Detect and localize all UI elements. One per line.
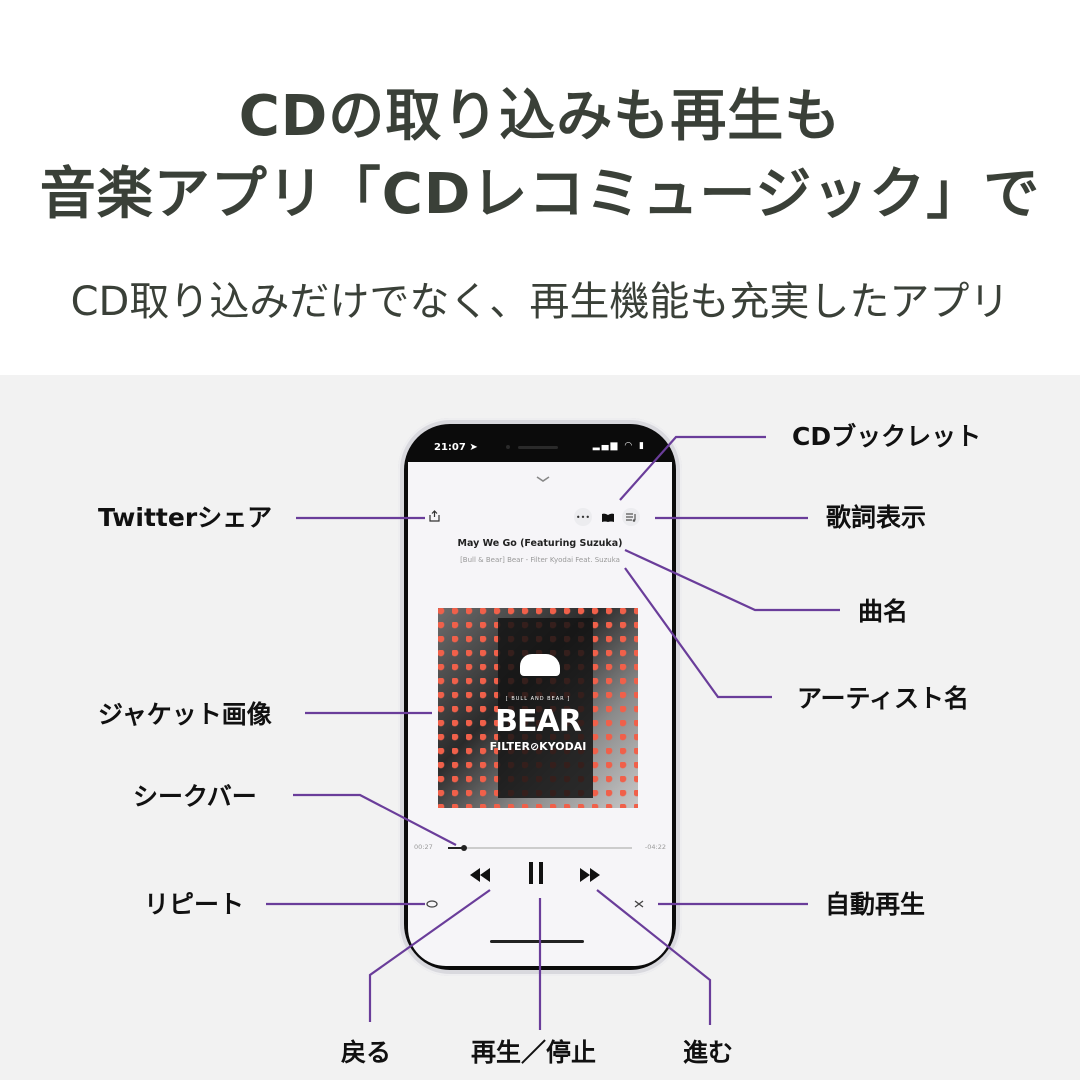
speaker-grille: [518, 446, 558, 449]
share-icon[interactable]: [426, 508, 442, 524]
player-screen: ••• May We Go (Featuring Suzuka) [Bull &…: [408, 462, 672, 966]
seek-bar[interactable]: [448, 845, 632, 851]
callout-forward: 進む: [683, 1038, 734, 1067]
callout-auto-play: 自動再生: [825, 890, 926, 919]
callout-lyrics: 歌詞表示: [826, 503, 927, 532]
shuffle-button[interactable]: [634, 898, 644, 911]
status-time: 21:07 ➤: [434, 442, 478, 453]
callout-repeat: リピート: [144, 890, 245, 919]
album-art-panel: [498, 618, 593, 798]
callout-back: 戻る: [341, 1038, 392, 1067]
status-icons: ▂▄▆ ◠ ▮: [592, 441, 646, 451]
album-art: [ BULL AND BEAR ] BEAR FILTER⊘KYODAI: [438, 608, 638, 808]
callout-play-pause: 再生／停止: [471, 1038, 597, 1067]
forward-button[interactable]: [580, 866, 600, 887]
booklet-icon[interactable]: [600, 509, 616, 525]
seek-progress: [448, 847, 464, 849]
remaining-time: -04:22: [644, 843, 666, 851]
bear-silhouette-icon: [520, 654, 560, 676]
song-title: May We Go (Featuring Suzuka): [457, 538, 623, 549]
callout-song-name: 曲名: [858, 597, 909, 626]
headline-line-2: 音楽アプリ「CDレコミュージック」で: [39, 162, 1041, 227]
home-indicator: [490, 940, 584, 943]
callout-twitter-share: Twitterシェア: [98, 503, 273, 532]
album-art-title: BEAR: [495, 704, 582, 739]
album-art-subtitle: FILTER⊘KYODAI: [489, 740, 587, 753]
status-bar: 21:07 ➤ ▂▄▆ ◠ ▮: [410, 430, 670, 468]
rewind-button[interactable]: [470, 866, 490, 887]
pause-button[interactable]: [528, 862, 544, 889]
song-artist: [Bull & Bear] Bear - Filter Kyodai Feat.…: [460, 556, 620, 564]
seek-handle[interactable]: [461, 845, 467, 851]
subtitle: CD取り込みだけでなく、再生機能も充実したアプリ: [70, 279, 1010, 325]
camera-dot: [506, 445, 510, 449]
lyrics-icon[interactable]: [622, 508, 640, 526]
collapse-chevron-icon[interactable]: [536, 476, 550, 482]
headline-line-1: CDの取り込みも再生も: [238, 84, 842, 149]
callout-jacket-image: ジャケット画像: [98, 700, 272, 729]
more-options-icon[interactable]: •••: [574, 508, 592, 526]
album-art-caption: [ BULL AND BEAR ]: [505, 696, 571, 702]
callout-seek-bar: シークバー: [133, 782, 257, 811]
repeat-button[interactable]: [426, 898, 438, 911]
callout-artist-name: アーティスト名: [797, 684, 970, 713]
callout-cd-booklet: CDブックレット: [792, 422, 982, 451]
header-section: CDの取り込みも再生も 音楽アプリ「CDレコミュージック」で CD取り込みだけで…: [0, 0, 1080, 375]
phone-mockup: 21:07 ➤ ▂▄▆ ◠ ▮ ••• May We Go (Featuring…: [398, 418, 682, 976]
elapsed-time: 00:27: [414, 843, 433, 851]
